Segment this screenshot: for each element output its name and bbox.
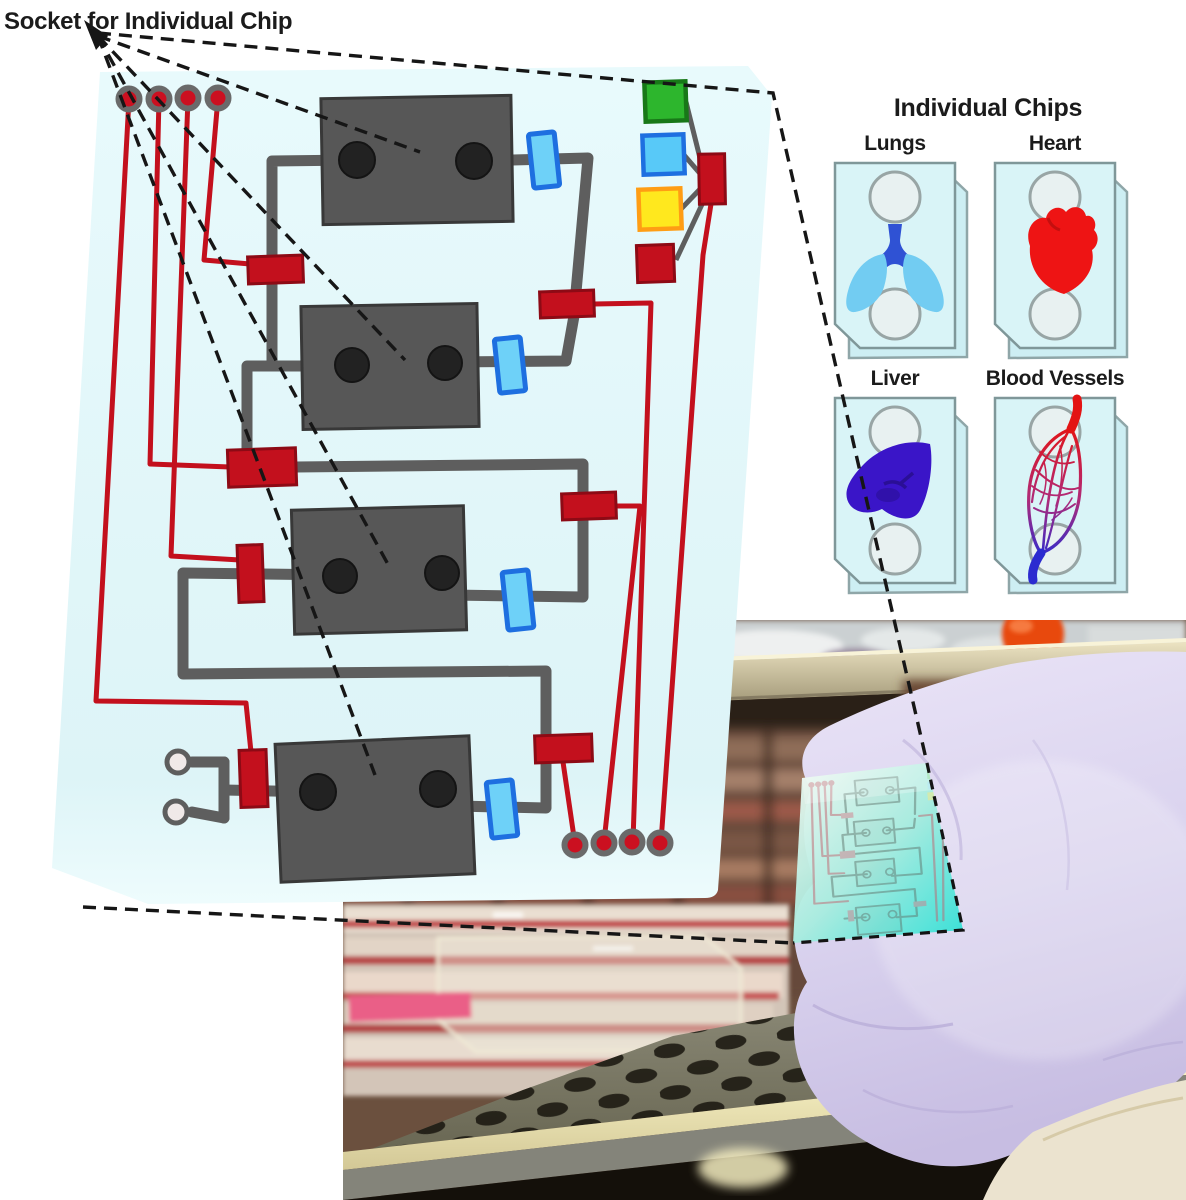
sleeve-fold — [1042, 1096, 1184, 1142]
individual-chips-title: Individual Chips — [893, 94, 1083, 122]
legend-square-yellow — [635, 185, 685, 233]
lungs-icon — [846, 224, 944, 313]
incubator-photo-art — [343, 620, 1186, 1200]
lab-coat-sleeve — [983, 1080, 1186, 1200]
held-chip-etched-circuit — [808, 770, 947, 936]
top-port-3 — [174, 84, 202, 112]
liver-chip — [833, 396, 957, 585]
lungs-chip — [833, 161, 957, 350]
top-port-4 — [204, 84, 232, 112]
held-chip-dashed-outline — [792, 762, 965, 945]
chip-socket-2 — [299, 301, 481, 432]
legend-square-dark-red — [634, 242, 677, 285]
legend-square-green — [642, 78, 690, 125]
blood-vessels-icon — [1027, 394, 1083, 585]
legend-connectors — [673, 101, 708, 262]
blood-vessels-chip-label: Blood Vessels — [985, 367, 1125, 390]
incubator-photo — [343, 620, 1186, 1200]
liver-chip-label: Liver — [870, 367, 920, 390]
orange-cap-highlight — [1009, 620, 1033, 633]
heart-icon — [1028, 207, 1098, 294]
legend-squares — [635, 78, 690, 233]
legend-square-blue — [640, 131, 688, 178]
held-microfluidic-chip — [792, 762, 965, 945]
lungs-chip-label: Lungs — [864, 132, 926, 155]
callout-line-socket-2 — [96, 34, 407, 362]
heart-chip — [993, 161, 1117, 350]
liver-icon — [846, 442, 932, 519]
under-shelf-glow — [698, 1148, 788, 1188]
callout-line-socket-3 — [96, 35, 392, 569]
top-port-1 — [115, 85, 143, 113]
reservoir-ports — [162, 748, 192, 826]
chip-socket-1 — [319, 93, 515, 227]
chip-socket-3 — [289, 504, 469, 636]
heart-chip-label: Heart — [1028, 132, 1082, 155]
blood-vessels-chip — [993, 396, 1117, 585]
manifold — [697, 152, 727, 206]
callout-line-socket-1 — [97, 34, 421, 154]
socket-callout-label: Socket for Individual Chip — [4, 8, 293, 35]
pink-label — [348, 991, 472, 1023]
callout-line-socket-4 — [96, 35, 377, 776]
top-port-2 — [145, 85, 173, 113]
